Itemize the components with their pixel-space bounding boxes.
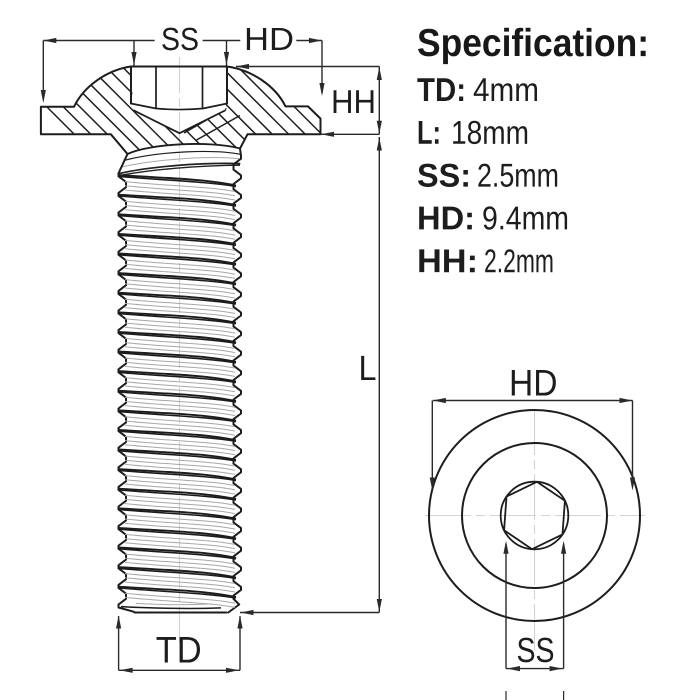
svg-text:HD: HD <box>509 363 558 404</box>
svg-text:HD: HD <box>244 21 294 57</box>
svg-text:SS: SS <box>516 631 554 670</box>
svg-text:Specification:: Specification: <box>417 22 649 65</box>
svg-text:2.5mm: 2.5mm <box>477 157 559 194</box>
svg-text:18mm: 18mm <box>451 114 529 151</box>
svg-text:TD: TD <box>156 630 202 671</box>
svg-text:TD:: TD: <box>417 71 466 108</box>
svg-text:9.4mm: 9.4mm <box>482 199 569 236</box>
svg-text:4mm: 4mm <box>473 71 539 108</box>
svg-text:HH: HH <box>331 83 376 120</box>
svg-text:SS:: SS: <box>417 157 471 194</box>
svg-text:SS: SS <box>161 21 199 57</box>
svg-text:2.2mm: 2.2mm <box>484 242 554 279</box>
svg-text:HH:: HH: <box>417 242 478 279</box>
svg-text:L: L <box>358 349 376 388</box>
svg-text:HD:: HD: <box>417 199 475 236</box>
svg-text:L:: L: <box>417 114 441 151</box>
